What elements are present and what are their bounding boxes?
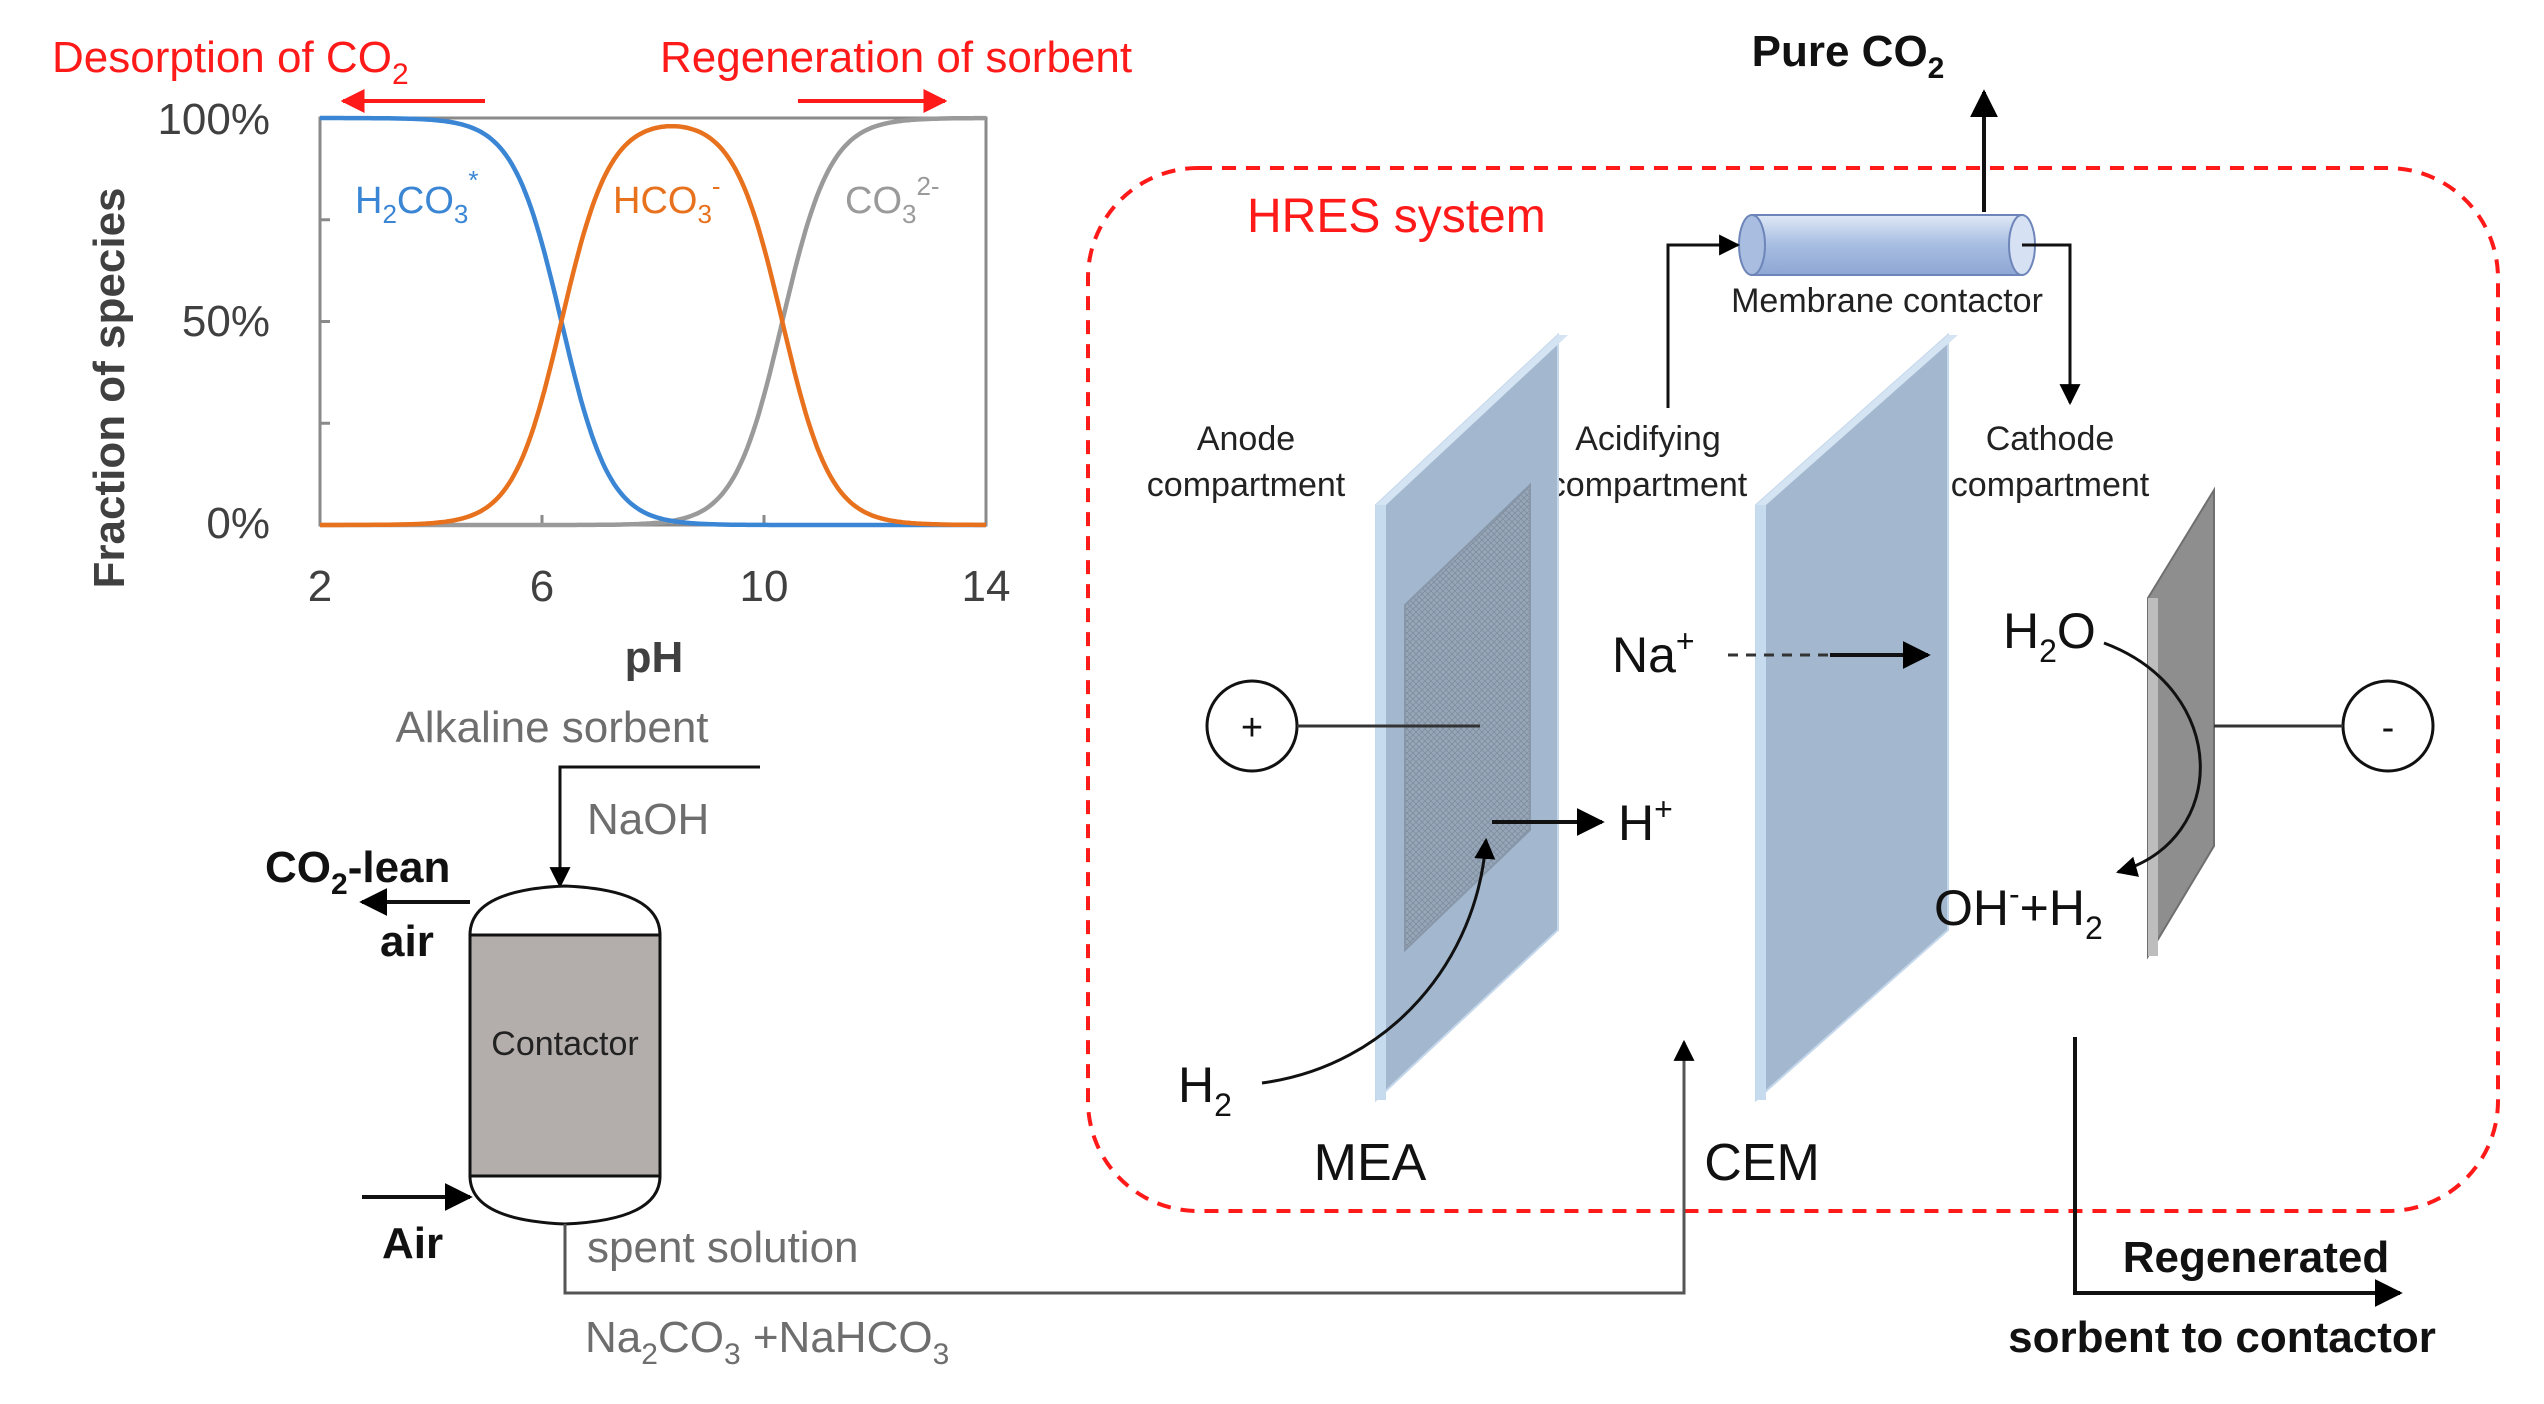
membrane-contactor-label: Membrane contactor [1731, 282, 2043, 320]
series-label-co3: CO32- [845, 171, 940, 229]
series-line-h2co3 [320, 115, 986, 528]
hres-label: HRES system [1247, 190, 1546, 243]
regenerated-label: Regenerated [2123, 1233, 2390, 1282]
air-label: Air [382, 1219, 443, 1268]
ytick-0: 0% [206, 499, 270, 548]
mea-plate [1375, 332, 1568, 1103]
series-label-hco3: HCO3- [613, 171, 721, 229]
spent-solution-label: spent solution [587, 1223, 859, 1272]
xtick-2: 2 [308, 562, 332, 611]
regeneration-label: Regeneration of sorbent [660, 33, 1132, 82]
alkaline-sorbent-label: Alkaline sorbent [395, 703, 708, 752]
membrane-contactor [1738, 214, 2036, 276]
chart-curves [320, 115, 986, 528]
series-label-h2co3: H2CO3* [355, 165, 479, 229]
h2o-label: H2O [2003, 603, 2096, 669]
pure-co2-label: Pure CO2 [1752, 27, 1945, 85]
cem-label: CEM [1704, 1134, 1820, 1192]
mea-catalyst-mesh [1404, 482, 1531, 953]
cem-plate [1755, 332, 1958, 1103]
regenerated-sorbent-line [2073, 1037, 2403, 1307]
na-ion-label: Na+ [1612, 623, 1695, 683]
mea-label: MEA [1314, 1134, 1427, 1192]
speciation-chart: 100% 50% 0% 2 6 10 14 pH Fraction of spe… [85, 95, 1010, 682]
sorbent-to-contactor-label: sorbent to contactor [2008, 1313, 2436, 1362]
hres-boundary [1086, 166, 2500, 1213]
h-plus-label: H+ [1618, 791, 1673, 851]
contactor-label: Contactor [491, 1025, 638, 1063]
cathode-plate [2147, 486, 2215, 960]
h2-feed-arrow [1261, 837, 1496, 1085]
h2-feed-label: H2 [1178, 1057, 1232, 1123]
negative-terminal-label: - [2382, 707, 2395, 749]
xtick-14: 14 [962, 562, 1011, 611]
h2o-to-oh-arrow [2103, 641, 2202, 877]
naoh-label: NaOH [587, 795, 709, 844]
contactor-to-cathode-line [2022, 243, 2081, 406]
naoh-feed-line [549, 765, 760, 889]
ytick-100: 100% [157, 95, 270, 144]
desorption-label: Desorption of CO2 [52, 33, 409, 91]
oh-h2-label: OH-+H2 [1934, 876, 2103, 946]
ytick-50: 50% [182, 297, 270, 346]
xtick-6: 6 [530, 562, 554, 611]
na2co3-nahco3-label: Na2CO3 +NaHCO3 [585, 1313, 949, 1371]
x-axis-label: pH [625, 633, 684, 682]
co2-lean-air-label-2: air [380, 917, 434, 966]
co2-lean-air-label: CO2-lean [265, 843, 450, 901]
series-line-hco3 [320, 123, 986, 528]
spent-solution-line [563, 1039, 1695, 1295]
positive-terminal-label: + [1241, 707, 1263, 749]
acid-to-contactor-line [1666, 234, 1741, 408]
y-axis-label: Fraction of species [85, 187, 134, 588]
contactor-vessel [468, 884, 662, 1226]
xtick-10: 10 [740, 562, 789, 611]
